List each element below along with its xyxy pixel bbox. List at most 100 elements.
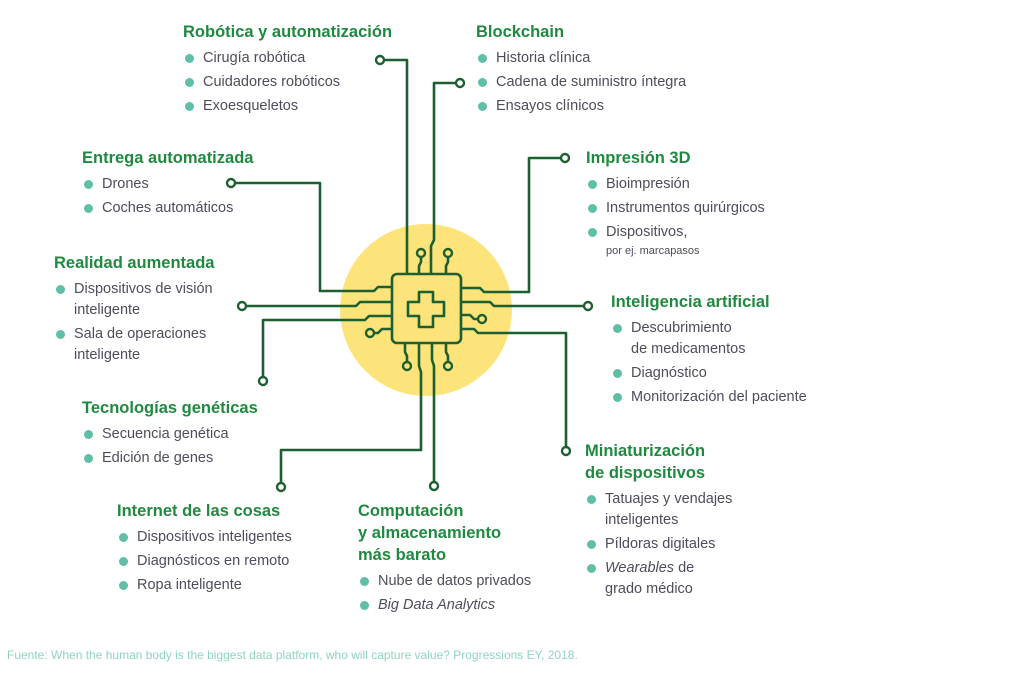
list-item: Píldoras digitales [586, 534, 732, 555]
node-dot [442, 247, 454, 259]
list-item-text: Historia clínica [496, 50, 591, 66]
list-item-line: Ensayos clínicos [496, 96, 686, 117]
node-dot [236, 300, 248, 312]
list-item-line: Instrumentos quirúrgicos [606, 198, 765, 219]
list-item-text: Descubrimiento [631, 320, 732, 336]
list-item: Coches automáticos [83, 198, 253, 219]
category-title-line: Robótica y automatización [183, 23, 393, 41]
list-item-line: Wearables de [605, 558, 732, 579]
list-item-text: inteligente [74, 347, 141, 363]
list-item-text: Píldoras digitales [605, 536, 716, 552]
trace-ia [459, 300, 586, 308]
list-item-line: Monitorización del paciente [631, 387, 807, 408]
category-title-line: Inteligencia artificial [611, 293, 770, 311]
node-dot [454, 77, 466, 89]
list-item-text: Big Data Analytics [378, 597, 496, 613]
list-item-line: inteligentes [605, 510, 732, 531]
trace-geneticas [261, 314, 394, 379]
list-item-line: Exoesqueletos [203, 96, 392, 117]
list-item-line: inteligente [74, 345, 214, 366]
list-item-text: Instrumentos quirúrgicos [606, 200, 765, 216]
list-item: Sala de operaciones inteligente [55, 324, 214, 366]
node-dot [257, 375, 269, 387]
list-item-text: de [678, 560, 695, 576]
trace-stub-top-1 [417, 255, 423, 276]
list-item: Cuidadores robóticos [184, 72, 392, 93]
list-item-text: Diagnósticos en remoto [137, 553, 290, 569]
list-item-text: Coches automáticos [102, 200, 234, 216]
node-dot [442, 360, 454, 372]
list-item-line: Coches automáticos [102, 198, 253, 219]
list-item: Ropa inteligente [119, 575, 292, 596]
list-item-line: Cuidadores robóticos [203, 72, 392, 93]
list-item-line: Ropa inteligente [137, 575, 292, 596]
category-title: Inteligencia artificial [611, 291, 807, 313]
list-item: Cirugía robótica [184, 48, 392, 69]
list-item-text: grado médico [605, 581, 693, 597]
list-item: Cadena de suministro íntegra [477, 72, 686, 93]
node-dot [428, 480, 440, 492]
list-item-line: Dispositivos, [606, 222, 765, 243]
category-title-line: de dispositivos [585, 464, 706, 482]
list-item-line: Drones [102, 174, 253, 195]
trace-robotica [382, 58, 409, 276]
list-item-line: Píldoras digitales [605, 534, 732, 555]
list-item-line: Nube de datos privados [378, 571, 531, 592]
category-title: Realidad aumentada [54, 252, 214, 274]
category-title-line: Impresión 3D [586, 149, 691, 167]
trace-impresion [459, 156, 563, 294]
list-item-text: Dispositivos inteligentes [137, 529, 292, 545]
list-item-text: Monitorización del paciente [631, 389, 807, 405]
list-item-text: Nube de datos privados [378, 573, 532, 589]
list-item-text: Edición de genes [102, 450, 214, 466]
category-title-line: Realidad aumentada [54, 254, 215, 272]
list-item: Secuencia genética [84, 424, 258, 445]
list-item-text: Exoesqueletos [203, 98, 299, 114]
list-item-text: Cuidadores robóticos [203, 74, 341, 90]
list-item-line: Cadena de suministro íntegra [496, 72, 686, 93]
list-item-text: Ropa inteligente [137, 577, 242, 593]
node-dot [374, 54, 386, 66]
list-item-line: Historia clínica [496, 48, 686, 69]
trace-stub-top-2 [444, 255, 450, 276]
node-dot [476, 313, 488, 325]
list-item: Diagnóstico [613, 363, 807, 384]
trace-mini [459, 327, 568, 449]
list-item-line: Sala de operaciones [74, 324, 214, 345]
category-title-line: más barato [358, 546, 447, 564]
list-item: Historia clínica [477, 48, 686, 69]
category-title-line: Entrega automatizada [82, 149, 254, 167]
list-item-text: Diagnóstico [631, 365, 707, 381]
list-item: Ensayos clínicos [477, 96, 686, 117]
trace-stub-right [459, 313, 480, 321]
list-item-line: Tatuajes y vendajes [605, 489, 732, 510]
node-dot [559, 152, 571, 164]
list-item-line: Dispositivos inteligentes [137, 527, 292, 548]
list-item-text: Cirugía robótica [203, 50, 306, 66]
list-item: Monitorización del paciente [613, 387, 807, 408]
node-dot [275, 481, 287, 493]
list-item-line: de medicamentos [631, 339, 807, 360]
list-item-text: Drones [102, 176, 149, 192]
list-item: Diagnósticos en remoto [119, 551, 292, 572]
list-item: Edición de genes [84, 448, 258, 469]
category-title-line: Computación [358, 502, 464, 520]
node-dot [401, 360, 413, 372]
list-item-line: Edición de genes [102, 448, 258, 469]
trace-stub-bottom-1 [403, 341, 409, 364]
list-item: Bioimpresión [588, 174, 765, 195]
category-title: Impresión 3D [586, 147, 765, 169]
category-title: Internet de las cosas [117, 500, 292, 522]
